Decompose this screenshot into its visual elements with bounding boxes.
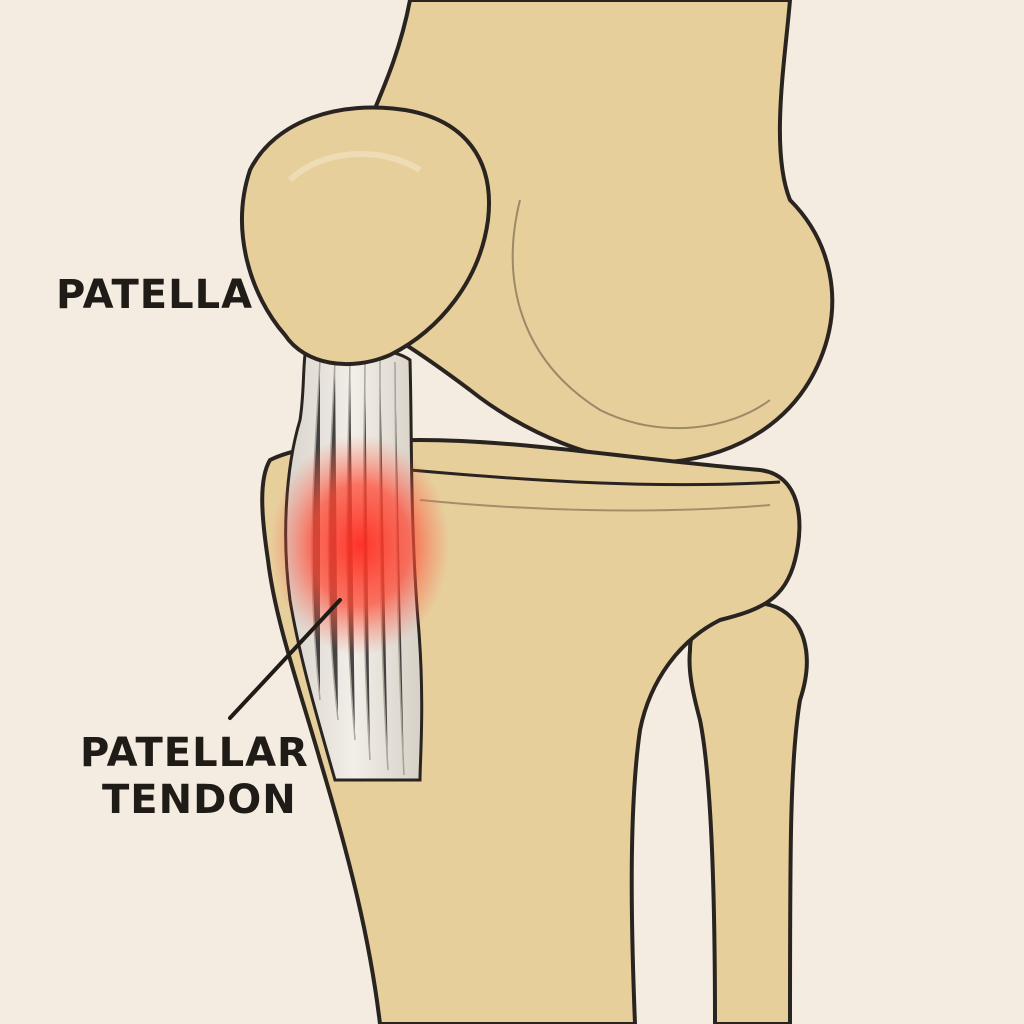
inflamed-region	[270, 435, 450, 655]
patellar-tendon-label-line2: TENDON	[102, 777, 297, 824]
tibial-plateau-line	[409, 468, 781, 487]
patella-label: PATELLA	[56, 272, 254, 318]
patellar-tendon-label-line1: PATELLAR	[80, 730, 309, 776]
femur-condyle-curve	[511, 199, 771, 430]
fibula	[687, 600, 809, 1024]
tendon-leader-line	[228, 598, 342, 720]
tibial-plateau-shadow	[419, 499, 771, 512]
patellar-tendon-label: PATELLAR TENDON	[80, 730, 309, 824]
patella-highlight	[287, 151, 422, 183]
